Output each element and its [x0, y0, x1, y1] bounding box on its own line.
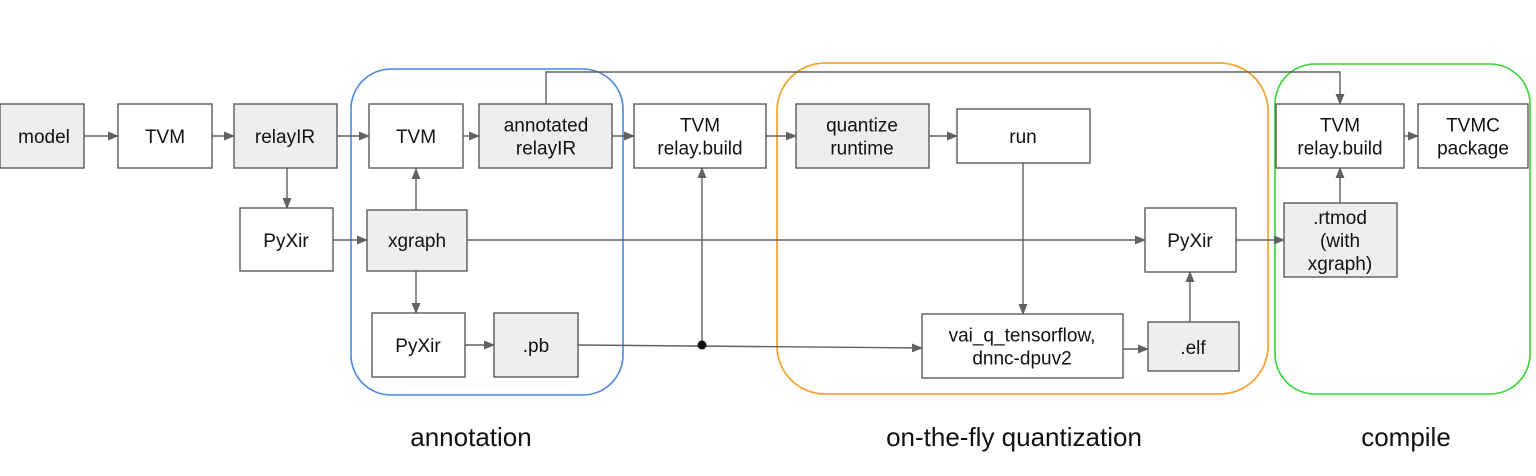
edge-pb-vaiq — [577, 343, 924, 353]
node-vai-q-tensorflow: vai_q_tensorflow,dnnc-dpuv2 — [921, 313, 1124, 379]
node-tvm-annotation-label: TVM — [396, 127, 436, 148]
node-run-label: run — [1009, 127, 1036, 148]
group-annotation-label: annotation — [410, 422, 531, 452]
node-pb: .pb — [493, 312, 579, 378]
node-xgraph-label: xgraph — [388, 231, 446, 252]
group-compile-frame — [1274, 63, 1531, 395]
group-annotation-frame — [350, 68, 624, 396]
edge-annotated-build2 — [545, 71, 1345, 106]
node-tvm: TVM — [117, 103, 213, 169]
node-xgraph: xgraph — [366, 209, 468, 272]
group-quantization-frame — [776, 62, 1269, 395]
node-relayir-label: relayIR — [255, 127, 315, 148]
node-run: run — [956, 108, 1091, 164]
node-elf: .elf — [1147, 321, 1240, 372]
node-pb-label: .pb — [523, 336, 549, 357]
node-elf-label: .elf — [1180, 338, 1206, 359]
node-pyxir-1-label: PyXir — [263, 231, 309, 252]
junction-dot — [697, 340, 707, 350]
node-pyxir-3-label: PyXir — [1167, 231, 1213, 252]
node-pyxir-2-label: PyXir — [395, 336, 441, 357]
node-model: model — [0, 103, 85, 169]
node-tvm-label: TVM — [145, 127, 185, 148]
node-model-label: model — [18, 127, 70, 148]
node-pyxir-3: PyXir — [1144, 207, 1237, 273]
node-pyxir-2: PyXir — [371, 312, 466, 378]
node-vai-q-tensorflow-label: vai_q_tensorflow,dnnc-dpuv2 — [949, 326, 1096, 370]
node-pyxir-1: PyXir — [239, 207, 334, 272]
edges — [84, 71, 1420, 354]
group-quantization-label: on-the-fly quantization — [886, 422, 1142, 452]
node-relayir: relayIR — [233, 103, 338, 169]
node-tvm-annotation: TVM — [368, 103, 464, 169]
group-compile-label: compile — [1361, 422, 1451, 452]
